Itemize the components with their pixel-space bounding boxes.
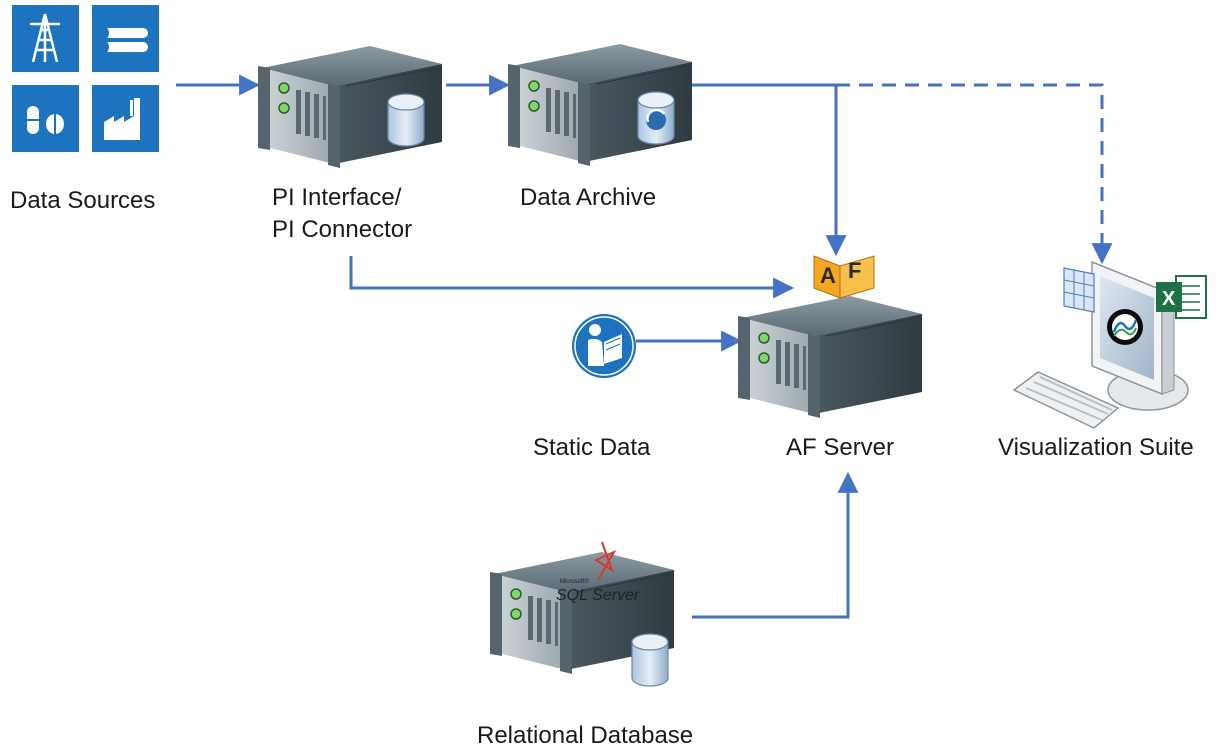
af-server: A F — [737, 255, 923, 419]
af-server-label: AF Server — [786, 434, 895, 461]
pills-icon — [12, 85, 79, 152]
data-archive-label: Data Archive — [520, 184, 657, 211]
sql-brand: SQL Server — [556, 587, 640, 604]
pi-interface-label-line1: PI Interface/ — [272, 184, 402, 211]
visualization-suite-label: Visualization Suite — [998, 434, 1194, 461]
data-sources-tiles — [12, 5, 159, 152]
database-cylinder-icon — [637, 91, 675, 145]
relational-database-label: Relational Database — [477, 722, 694, 749]
sql-brand-small: Microsoft® — [560, 578, 589, 585]
server-icon — [737, 295, 923, 419]
arrow-interface-to-af-server — [349, 256, 795, 299]
data-archive-server — [507, 43, 693, 167]
af-badge-letter-f: F — [848, 258, 861, 283]
database-cylinder-icon — [387, 93, 425, 147]
power-tower-icon — [12, 5, 79, 72]
arrow-archive-to-visualization-dashed — [836, 83, 1113, 265]
database-cylinder-icon — [631, 633, 669, 687]
arrow-database-to-af-server — [692, 471, 859, 619]
keyboard-icon — [1012, 371, 1120, 429]
static-data-label: Static Data — [533, 434, 651, 461]
monitor-icon — [1091, 260, 1189, 411]
relational-database-server — [489, 551, 675, 687]
pi-interface-label-line2: PI Connector — [272, 216, 413, 243]
visualization-suite-workstation: X — [1012, 260, 1207, 429]
pi-interface-server — [257, 45, 443, 169]
spreadsheet-icon — [1063, 267, 1095, 313]
af-badge-letter-a: A — [820, 263, 836, 288]
data-sources-label: Data Sources — [10, 187, 156, 214]
reading-person-icon — [572, 314, 636, 378]
excel-letter: X — [1162, 288, 1176, 310]
arrow-archive-to-af-server — [692, 83, 847, 257]
pipes-icon — [92, 5, 159, 72]
excel-icon: X — [1156, 275, 1207, 319]
factory-icon — [92, 85, 159, 152]
af-badge-icon: A F — [813, 255, 875, 299]
sql-server-logo: Microsoft® SQL Server — [556, 541, 640, 604]
